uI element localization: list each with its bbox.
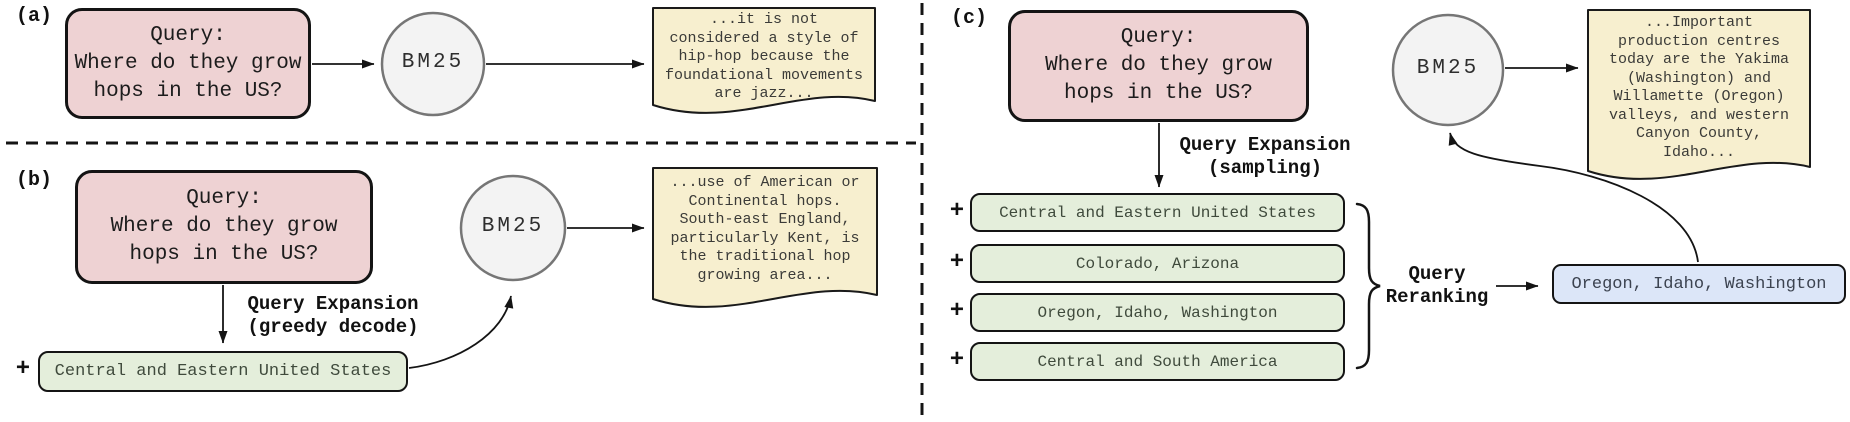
document-shape-c (1587, 9, 1811, 180)
expansion-box-c-2: Colorado, Arizona (970, 244, 1345, 283)
query-box-c: Query: Where do they grow hops in the US… (1008, 10, 1309, 122)
document-shape-b (652, 167, 878, 308)
arrow-bluebox-to-bm25-c (1448, 132, 1699, 263)
arrow-expansion-to-bm25-b (408, 295, 514, 369)
bm25-circle-a (380, 11, 486, 117)
bm25-label-c: BM25 (1416, 57, 1480, 80)
reranked-query-box: Oregon, Idaho, Washington (1552, 264, 1846, 304)
expansion-box-b: Central and Eastern United States (38, 351, 408, 392)
plus-icon-c-2: + (949, 249, 965, 276)
plus-icon-c-1: + (949, 198, 965, 225)
panel-label-c: (c) (951, 7, 988, 30)
plus-icon-c-4: + (949, 347, 965, 374)
query-box-a: Query: Where do they grow hops in the US… (65, 8, 311, 119)
query-box-b: Query: Where do they grow hops in the US… (75, 170, 373, 284)
plus-icon-b: + (15, 356, 31, 383)
panel-label-a: (a) (16, 5, 53, 28)
document-shape-a (652, 7, 876, 114)
expansion-box-c-3: Oregon, Idaho, Washington (970, 293, 1345, 332)
expansion-box-c-1: Central and Eastern United States (970, 193, 1345, 232)
bm25-label-b: BM25 (481, 215, 545, 238)
document-text-a: ...it is not considered a style of hip-h… (664, 11, 864, 102)
query-reranking-label: Query Reranking (1385, 263, 1489, 308)
bm25-circle-c (1391, 13, 1505, 127)
query-expansion-label-b: Query Expansion (greedy decode) (247, 293, 419, 338)
query-expansion-label-c: Query Expansion (sampling) (1179, 134, 1351, 179)
document-text-c: ...Important production centres today ar… (1608, 14, 1790, 161)
panel-label-b: (b) (16, 169, 53, 192)
expansion-box-c-4: Central and South America (970, 342, 1345, 381)
bm25-circle-b (459, 174, 567, 282)
brace-expansions-c (1355, 202, 1381, 370)
bm25-label-a: BM25 (401, 51, 465, 74)
plus-icon-c-3: + (949, 298, 965, 325)
document-text-b: ...use of American or Continental hops. … (670, 174, 860, 284)
